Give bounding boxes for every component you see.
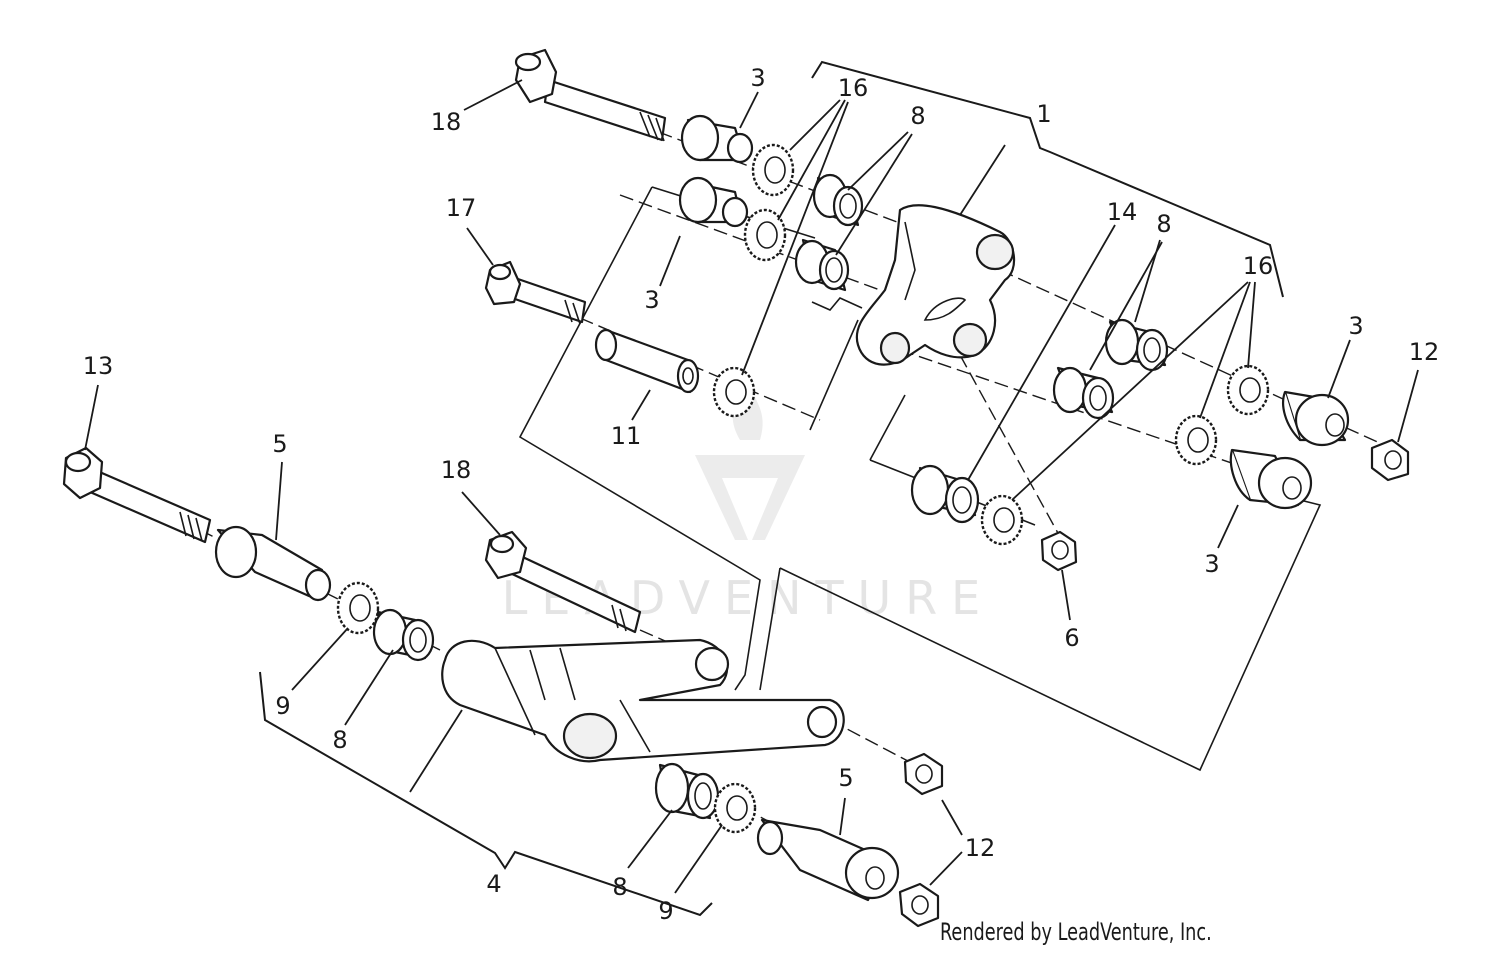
callout-18: 18	[441, 456, 472, 484]
nut-6	[1040, 530, 1078, 572]
callout-6: 6	[1064, 624, 1079, 652]
callout-17: 17	[446, 194, 477, 222]
callout-13: 13	[83, 352, 114, 380]
spacer-11	[594, 328, 700, 394]
bearing-16-upper-b	[743, 208, 787, 262]
bearing-16-right-a	[1226, 364, 1270, 416]
collar-3-upper-left	[678, 176, 749, 228]
callout-8: 8	[612, 873, 627, 901]
bearing-9-lower	[713, 782, 757, 834]
bushing-8-right-b	[1052, 366, 1115, 420]
nut-12-lower-upper	[903, 752, 944, 796]
callout-16: 16	[1243, 252, 1274, 280]
bolt-18-top	[514, 48, 667, 142]
rocker-1	[855, 204, 1016, 366]
callout-9: 9	[275, 692, 290, 720]
nut-12-right	[1370, 438, 1410, 482]
callout-18: 18	[431, 108, 462, 136]
collar-5-upper	[214, 525, 332, 602]
callout-12: 12	[1409, 338, 1440, 366]
bushing-14	[910, 464, 980, 524]
bearing-16-lower-left	[712, 366, 756, 418]
nut-12-bottom	[898, 882, 940, 928]
callout-8: 8	[910, 102, 925, 130]
bolt-17	[484, 260, 587, 325]
callout-16: 16	[838, 74, 869, 102]
collar-5-lower	[756, 818, 900, 902]
callout-14: 14	[1107, 198, 1138, 226]
bearing-9-upper	[336, 581, 380, 635]
collar-3-right-b	[1229, 448, 1313, 510]
callout-8: 8	[1156, 210, 1171, 238]
link-arm-4	[441, 638, 845, 763]
bushing-8-lower-left	[372, 608, 435, 662]
callout-11: 11	[611, 422, 642, 450]
leader-lines	[84, 79, 1419, 894]
callout-9: 9	[658, 897, 673, 925]
callout-12: 12	[965, 834, 996, 862]
callout-3: 3	[1348, 312, 1363, 340]
watermark-logo-mark	[695, 455, 805, 540]
bracket-group-4	[259, 671, 713, 917]
assembly-axes	[199, 124, 1396, 881]
callout-5: 5	[838, 764, 853, 792]
callout-8: 8	[332, 726, 347, 754]
bushing-8-lower	[654, 762, 720, 820]
render-credit: Rendered by LeadVenture, Inc.	[940, 918, 1212, 946]
bearing-16-upper-a	[751, 143, 795, 197]
callout-3: 3	[750, 64, 765, 92]
callout-3: 3	[644, 286, 659, 314]
bolt-13	[62, 446, 212, 544]
bushing-8-upper-b	[794, 238, 850, 292]
collar-3-top	[680, 114, 754, 164]
callout-1: 1	[1036, 100, 1051, 128]
callout-4: 4	[486, 870, 501, 898]
callout-5: 5	[272, 430, 287, 458]
bolt-18-lower	[484, 530, 642, 634]
bracket-group-1	[811, 60, 1284, 298]
callout-3: 3	[1204, 550, 1219, 578]
bushing-8-right-a	[1104, 318, 1169, 372]
collar-3-right-a	[1282, 390, 1350, 447]
callouts: 1 3 3 3 3 4 5 5 6 8 8 8 8 9 9 11 12 12 1…	[83, 64, 1440, 925]
bracket-lines-center	[518, 186, 1322, 772]
bearing-16-bottom	[980, 494, 1024, 546]
bearing-16-right-b	[1174, 414, 1218, 466]
